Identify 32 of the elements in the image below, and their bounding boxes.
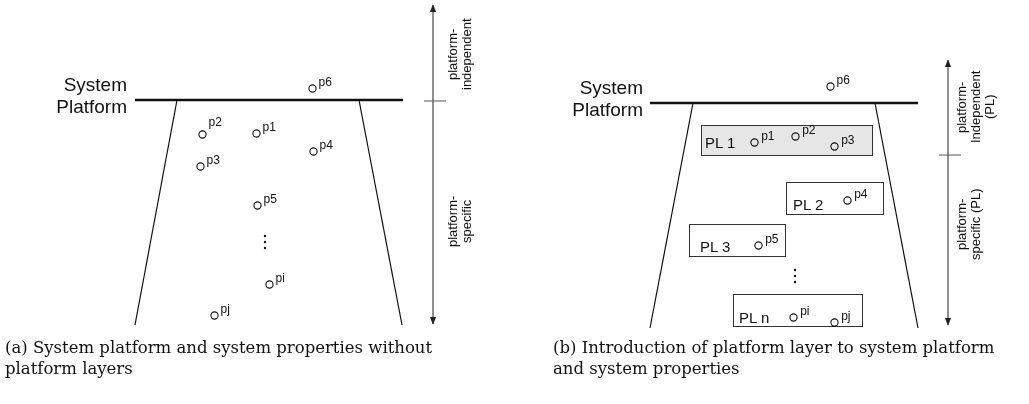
point-label: pj [220,301,230,316]
point-label: p6 [318,74,332,89]
range-label: platform-Independent (PL) [955,69,998,146]
layer-box [701,125,873,156]
platform-heading: System Platform [571,77,643,121]
point-label: pi [275,270,285,285]
point-label: pi [800,304,810,319]
range-label: platform-specific [446,194,475,249]
layer-box [689,224,786,257]
point-label: p4 [854,187,868,202]
point-label: p2 [802,123,816,138]
range-label: platform-independent [446,17,475,92]
subfigure-caption: (b) Introduction of platform layer to system platform and system properties [553,337,996,379]
point-label: p3 [841,133,855,148]
subfigure-caption: (a) System platform and system properties without platform layers [5,337,434,379]
point-label: p5 [263,191,277,206]
point-label: p6 [836,72,850,87]
point-label: pj [841,309,851,324]
platform-heading: System Platform [55,74,127,118]
layer-box [786,182,884,215]
layer-label: PL 1 [705,134,736,151]
point-label: p1 [262,119,276,134]
layer-label: PL 3 [700,238,731,255]
layer-box [733,294,863,327]
point-label: p1 [761,129,775,144]
point-label: p2 [208,114,222,129]
range-label: platform-specific (PL) [955,188,984,260]
point-label: p5 [765,232,779,247]
point-label: p4 [319,137,333,152]
point-label: p3 [206,152,220,167]
layer-label: PL 2 [793,196,824,213]
layer-label: PL n [739,309,770,326]
